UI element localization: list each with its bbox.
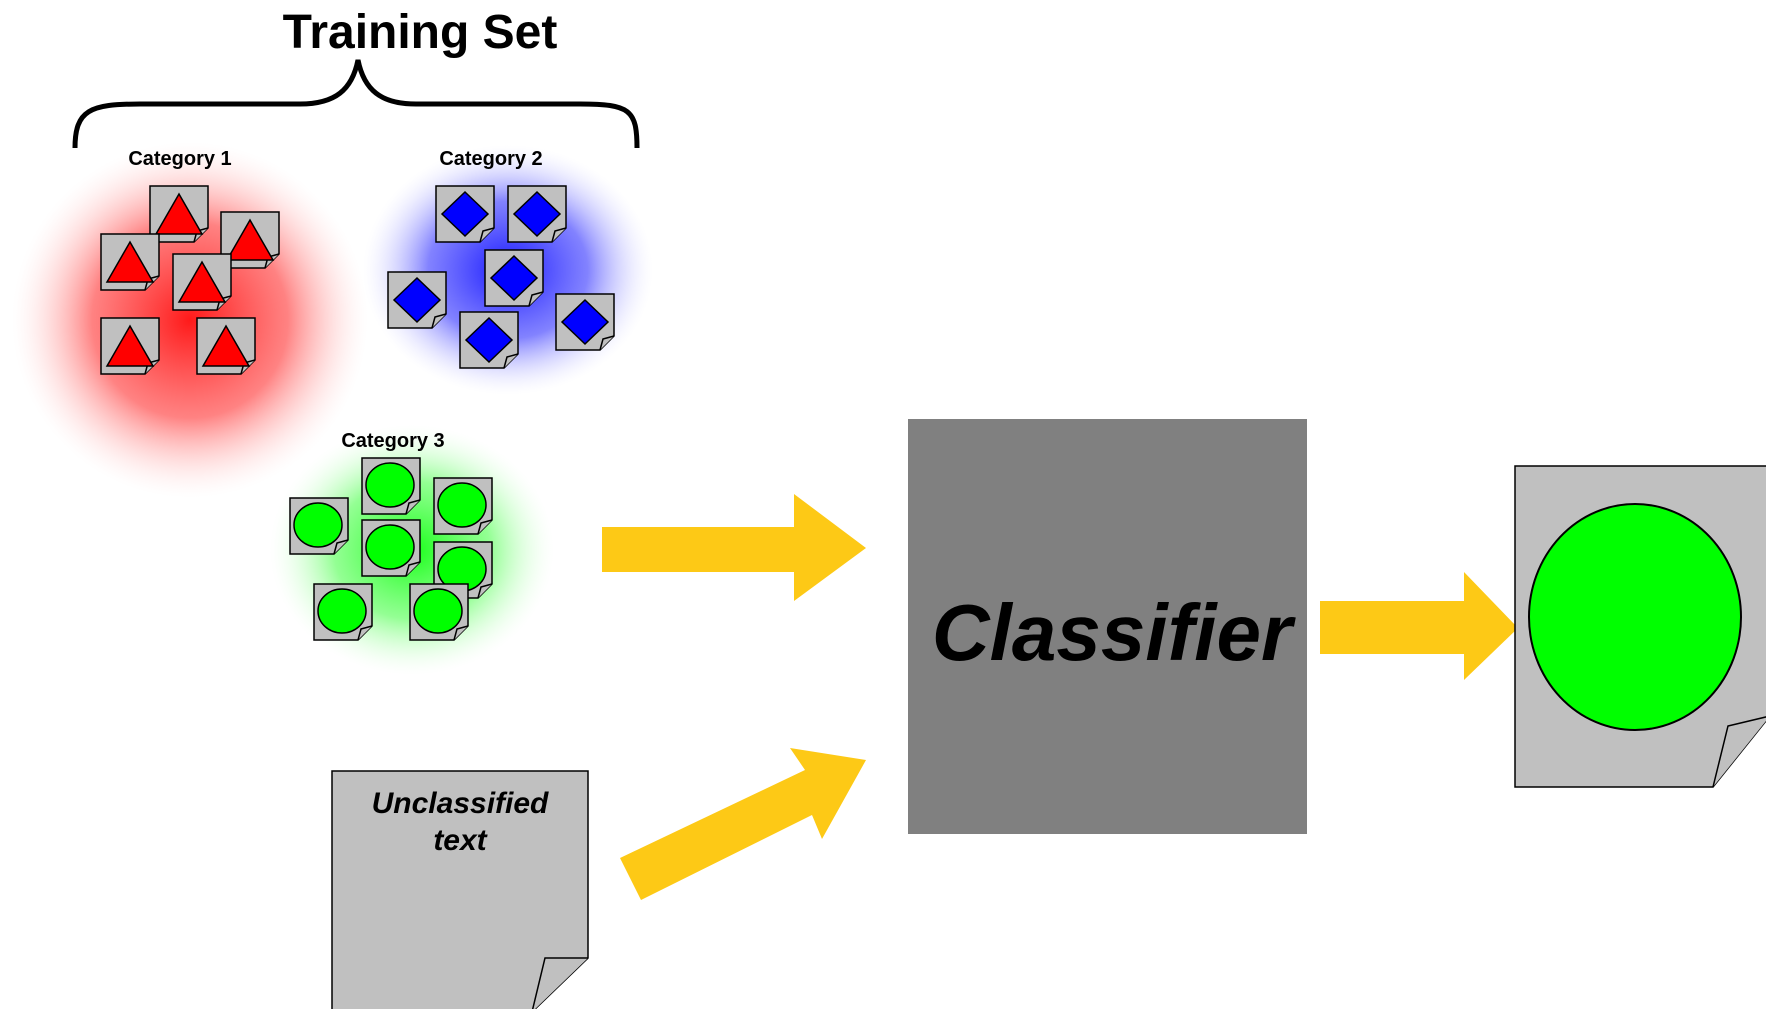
document-circle-icon	[289, 497, 349, 555]
output-document	[1514, 465, 1766, 788]
unclassified-document: Unclassified text	[331, 770, 589, 1009]
category-3-cluster	[270, 425, 554, 675]
document-circle-icon	[361, 519, 421, 577]
classifier-box	[908, 419, 1307, 834]
document-circle-icon	[409, 583, 469, 641]
category-2-cluster	[363, 145, 653, 395]
category-3-label: Category 3	[341, 430, 444, 452]
unclassified-text-line-1: Unclassified	[372, 787, 549, 820]
training-set-title: Training Set	[283, 6, 558, 59]
document-circle-icon	[433, 477, 493, 535]
input-arrow	[620, 748, 866, 900]
document-triangle-icon	[172, 253, 232, 311]
document-triangle-icon	[100, 317, 160, 375]
document-circle-icon	[361, 457, 421, 515]
classifier-label: Classifier	[932, 588, 1296, 677]
document-diamond-icon	[507, 185, 567, 243]
category-2-label: Category 2	[439, 148, 542, 170]
document-triangle-icon	[100, 233, 160, 291]
output-arrow	[1320, 572, 1518, 680]
document-circle-icon	[313, 583, 373, 641]
document-diamond-icon	[484, 249, 544, 307]
unclassified-text-line-2: text	[433, 824, 488, 857]
document-diamond-icon	[435, 185, 495, 243]
output-circle-icon	[1528, 503, 1742, 731]
category-1-cluster	[12, 142, 368, 498]
training-arrow	[602, 494, 866, 601]
document-triangle-icon	[196, 317, 256, 375]
document-diamond-icon	[387, 271, 447, 329]
document-diamond-icon	[459, 311, 519, 369]
category-1-label: Category 1	[128, 148, 231, 170]
document-diamond-icon	[555, 293, 615, 351]
training-set-brace	[72, 59, 640, 149]
